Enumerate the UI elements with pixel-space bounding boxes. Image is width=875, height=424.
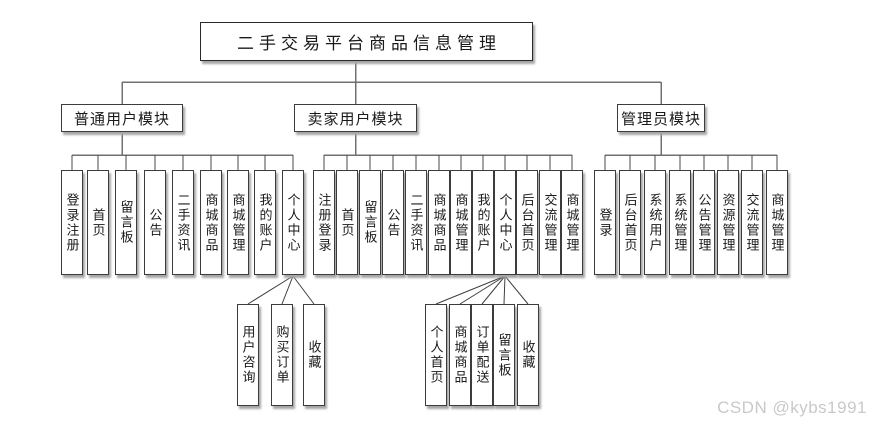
m2-node-personal-center: 个人中心 (494, 170, 516, 275)
module-normal-user: 普通用户模块 (61, 104, 183, 132)
m2-node-home: 首页 (336, 170, 358, 275)
m2-node-mall-goods: 商城商品 (428, 170, 450, 275)
m3-node-communication-management: 交流管理 (741, 170, 763, 275)
m3-node-resource-management: 资源管理 (717, 170, 739, 275)
m1-node-announcement: 公告 (144, 170, 166, 275)
m2-sub-personal-home: 个人首页 (425, 304, 447, 406)
m3-node-login: 登录 (594, 170, 616, 275)
m2-node-message-board: 留言板 (359, 170, 381, 275)
m2-node-register-login: 注册登录 (313, 170, 335, 275)
m2-node-my-account: 我的账户 (472, 170, 494, 275)
m2-sub-message-board: 留言板 (493, 304, 515, 406)
m1-node-mall-management: 商城管理 (227, 170, 249, 275)
m1-sub-user-consult: 用户咨询 (237, 304, 259, 406)
m2-node-announcement: 公告 (382, 170, 404, 275)
watermark: CSDN @kybs1991 (717, 398, 867, 417)
m1-node-personal-center: 个人中心 (282, 170, 304, 275)
m2-node-mall-management: 商城管理 (450, 170, 472, 275)
module-seller-user: 卖家用户模块 (294, 104, 417, 132)
m1-node-secondhand-news: 二手资讯 (172, 170, 194, 275)
m2-node-secondhand-news: 二手资讯 (405, 170, 427, 275)
m1-node-home: 首页 (87, 170, 109, 275)
m2-sub-mall-goods: 商城商品 (449, 304, 471, 406)
m3-node-mall-management: 商城管理 (766, 170, 788, 275)
m2-node-backend-home: 后台首页 (516, 170, 538, 275)
m3-node-system-management: 系统管理 (669, 170, 691, 275)
m2-node-communication-management: 交流管理 (539, 170, 561, 275)
m1-node-message-board: 留言板 (115, 170, 137, 275)
m1-sub-favorites: 收藏 (303, 304, 325, 406)
m3-node-announcement-management: 公告管理 (693, 170, 715, 275)
m1-node-mall-goods: 商城商品 (200, 170, 222, 275)
module-admin: 管理员模块 (617, 104, 705, 132)
m2-sub-favorites: 收藏 (517, 304, 539, 406)
m2-sub-order-delivery: 订单配送 (471, 304, 493, 406)
diagram-title: 二手交易平台商品信息管理 (200, 22, 533, 61)
m3-node-system-user: 系统用户 (644, 170, 666, 275)
m3-node-backend-home: 后台首页 (619, 170, 641, 275)
m1-node-my-account: 我的账户 (254, 170, 276, 275)
m2-node-mall-management-2: 商城管理 (561, 170, 583, 275)
m1-node-login-register: 登录注册 (61, 170, 83, 275)
m1-sub-purchase-order: 购买订单 (271, 304, 293, 406)
